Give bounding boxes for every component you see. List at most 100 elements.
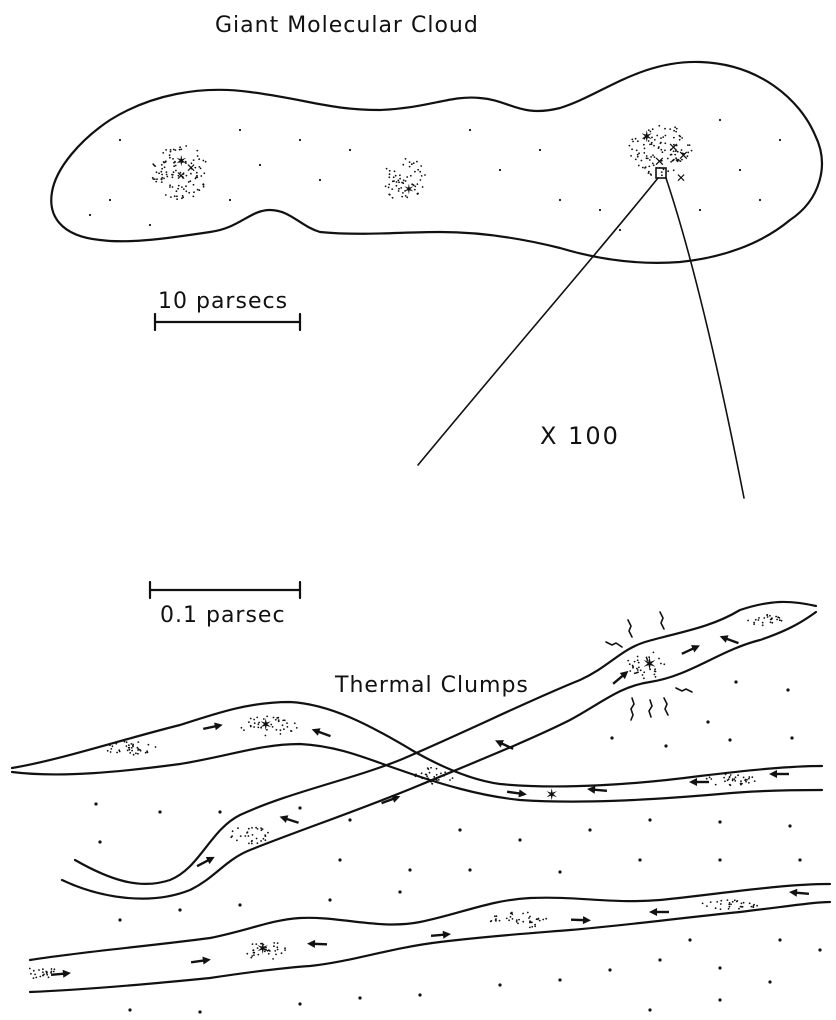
filament-dot [264,834,266,836]
filament-dot [260,827,262,829]
cloud-dot [642,167,644,169]
filament-dot [42,968,44,970]
cloud-dot [599,209,601,211]
background-dot [498,983,501,986]
filament-dot [42,975,44,977]
filament-dot [640,669,642,671]
cloud-dot [160,171,162,173]
filament-dot [510,916,512,918]
cloud-dot [632,141,634,143]
filament-dot [287,726,289,728]
filament-dot [779,619,781,621]
cloud-dot [89,214,91,216]
cloud-dot [176,195,178,197]
cloud-dot [165,161,167,163]
cloud-dot [200,175,202,177]
cloud-star-middle: ✶ [403,182,415,198]
cloud-dot [648,172,650,174]
cloud-dot [647,158,649,160]
filament-dot [248,828,250,830]
background-dot [558,978,561,981]
filament-dot [52,974,54,976]
filament-dot [135,752,137,754]
filament-dot [137,749,139,751]
filament-dot [426,774,428,776]
filament-dot [648,656,650,658]
cloud-dot [388,176,390,178]
filament-dot [256,838,258,840]
cloud-dot [681,137,683,139]
flow-arrow [789,888,810,898]
cloud-dot [643,152,645,154]
filament-dot [280,729,282,731]
filament-dot [727,899,729,901]
cloud-dot [259,164,261,166]
cloud-dot [395,175,397,177]
cloud-dot [391,188,393,190]
filament-dot [715,784,717,786]
cloud-dot [644,167,646,169]
cloud-dot [388,187,390,189]
filament-dot [720,903,722,905]
filament-dot [46,974,48,976]
filament-dot [758,617,760,619]
filament-dot [294,722,296,724]
cloud-dot [196,150,198,152]
cloud-dot [662,136,664,138]
filament-dot [746,779,748,781]
filament-dot [518,919,520,921]
filament-dot [743,902,745,904]
filament-dot [260,840,262,842]
cloud-dot [166,171,168,173]
cloud-dot [673,137,675,139]
cloud-dot [172,158,174,160]
filament-dot [496,915,498,917]
filament-dot [732,901,734,903]
flow-arrow [611,668,631,687]
cloud-dot [205,161,207,163]
filament-dot [637,669,639,671]
cloud-dot [202,183,204,185]
cloud-dot [185,190,187,192]
filament-dot [734,899,736,901]
cloud-dot [646,155,648,157]
background-dot [728,738,731,741]
filament-dot [729,776,731,778]
filament-dot [126,745,128,747]
cloud-dot [170,196,172,198]
filament-dot [116,742,118,744]
filament-dot [276,717,278,719]
cloud-dot [417,193,419,195]
flow-arrow [202,721,223,733]
filament-dot [740,780,742,782]
filament-dot [449,779,451,781]
filament-dot [251,843,253,845]
filament-dot [265,735,267,737]
cloud-dot [193,191,195,193]
cloud-dot [411,163,413,165]
filament-dot [272,958,274,960]
filament-dot [751,906,753,908]
filament-dot [436,774,438,776]
cloud-dot [174,195,176,197]
filament-dot [528,917,530,919]
filament-dot [112,745,114,747]
cloud-dot [198,158,200,160]
cloud-dot [156,178,158,180]
background-dot [648,1008,651,1011]
filament-dot [116,752,118,754]
filament-dot [263,718,265,720]
filament-dot [536,918,538,920]
filament-dot [724,780,726,782]
cloud-dot [182,195,184,197]
svg-text:✕: ✕ [676,171,686,185]
cloud-dot [413,162,415,164]
filament-dot [265,947,267,949]
filament-dot [251,841,253,843]
cloud-dot [406,176,408,178]
background-dot [734,680,737,683]
cloud-dot [675,131,677,133]
filament-dot [531,921,533,923]
flow-arrow [571,916,591,925]
cloud-dot [193,184,195,186]
